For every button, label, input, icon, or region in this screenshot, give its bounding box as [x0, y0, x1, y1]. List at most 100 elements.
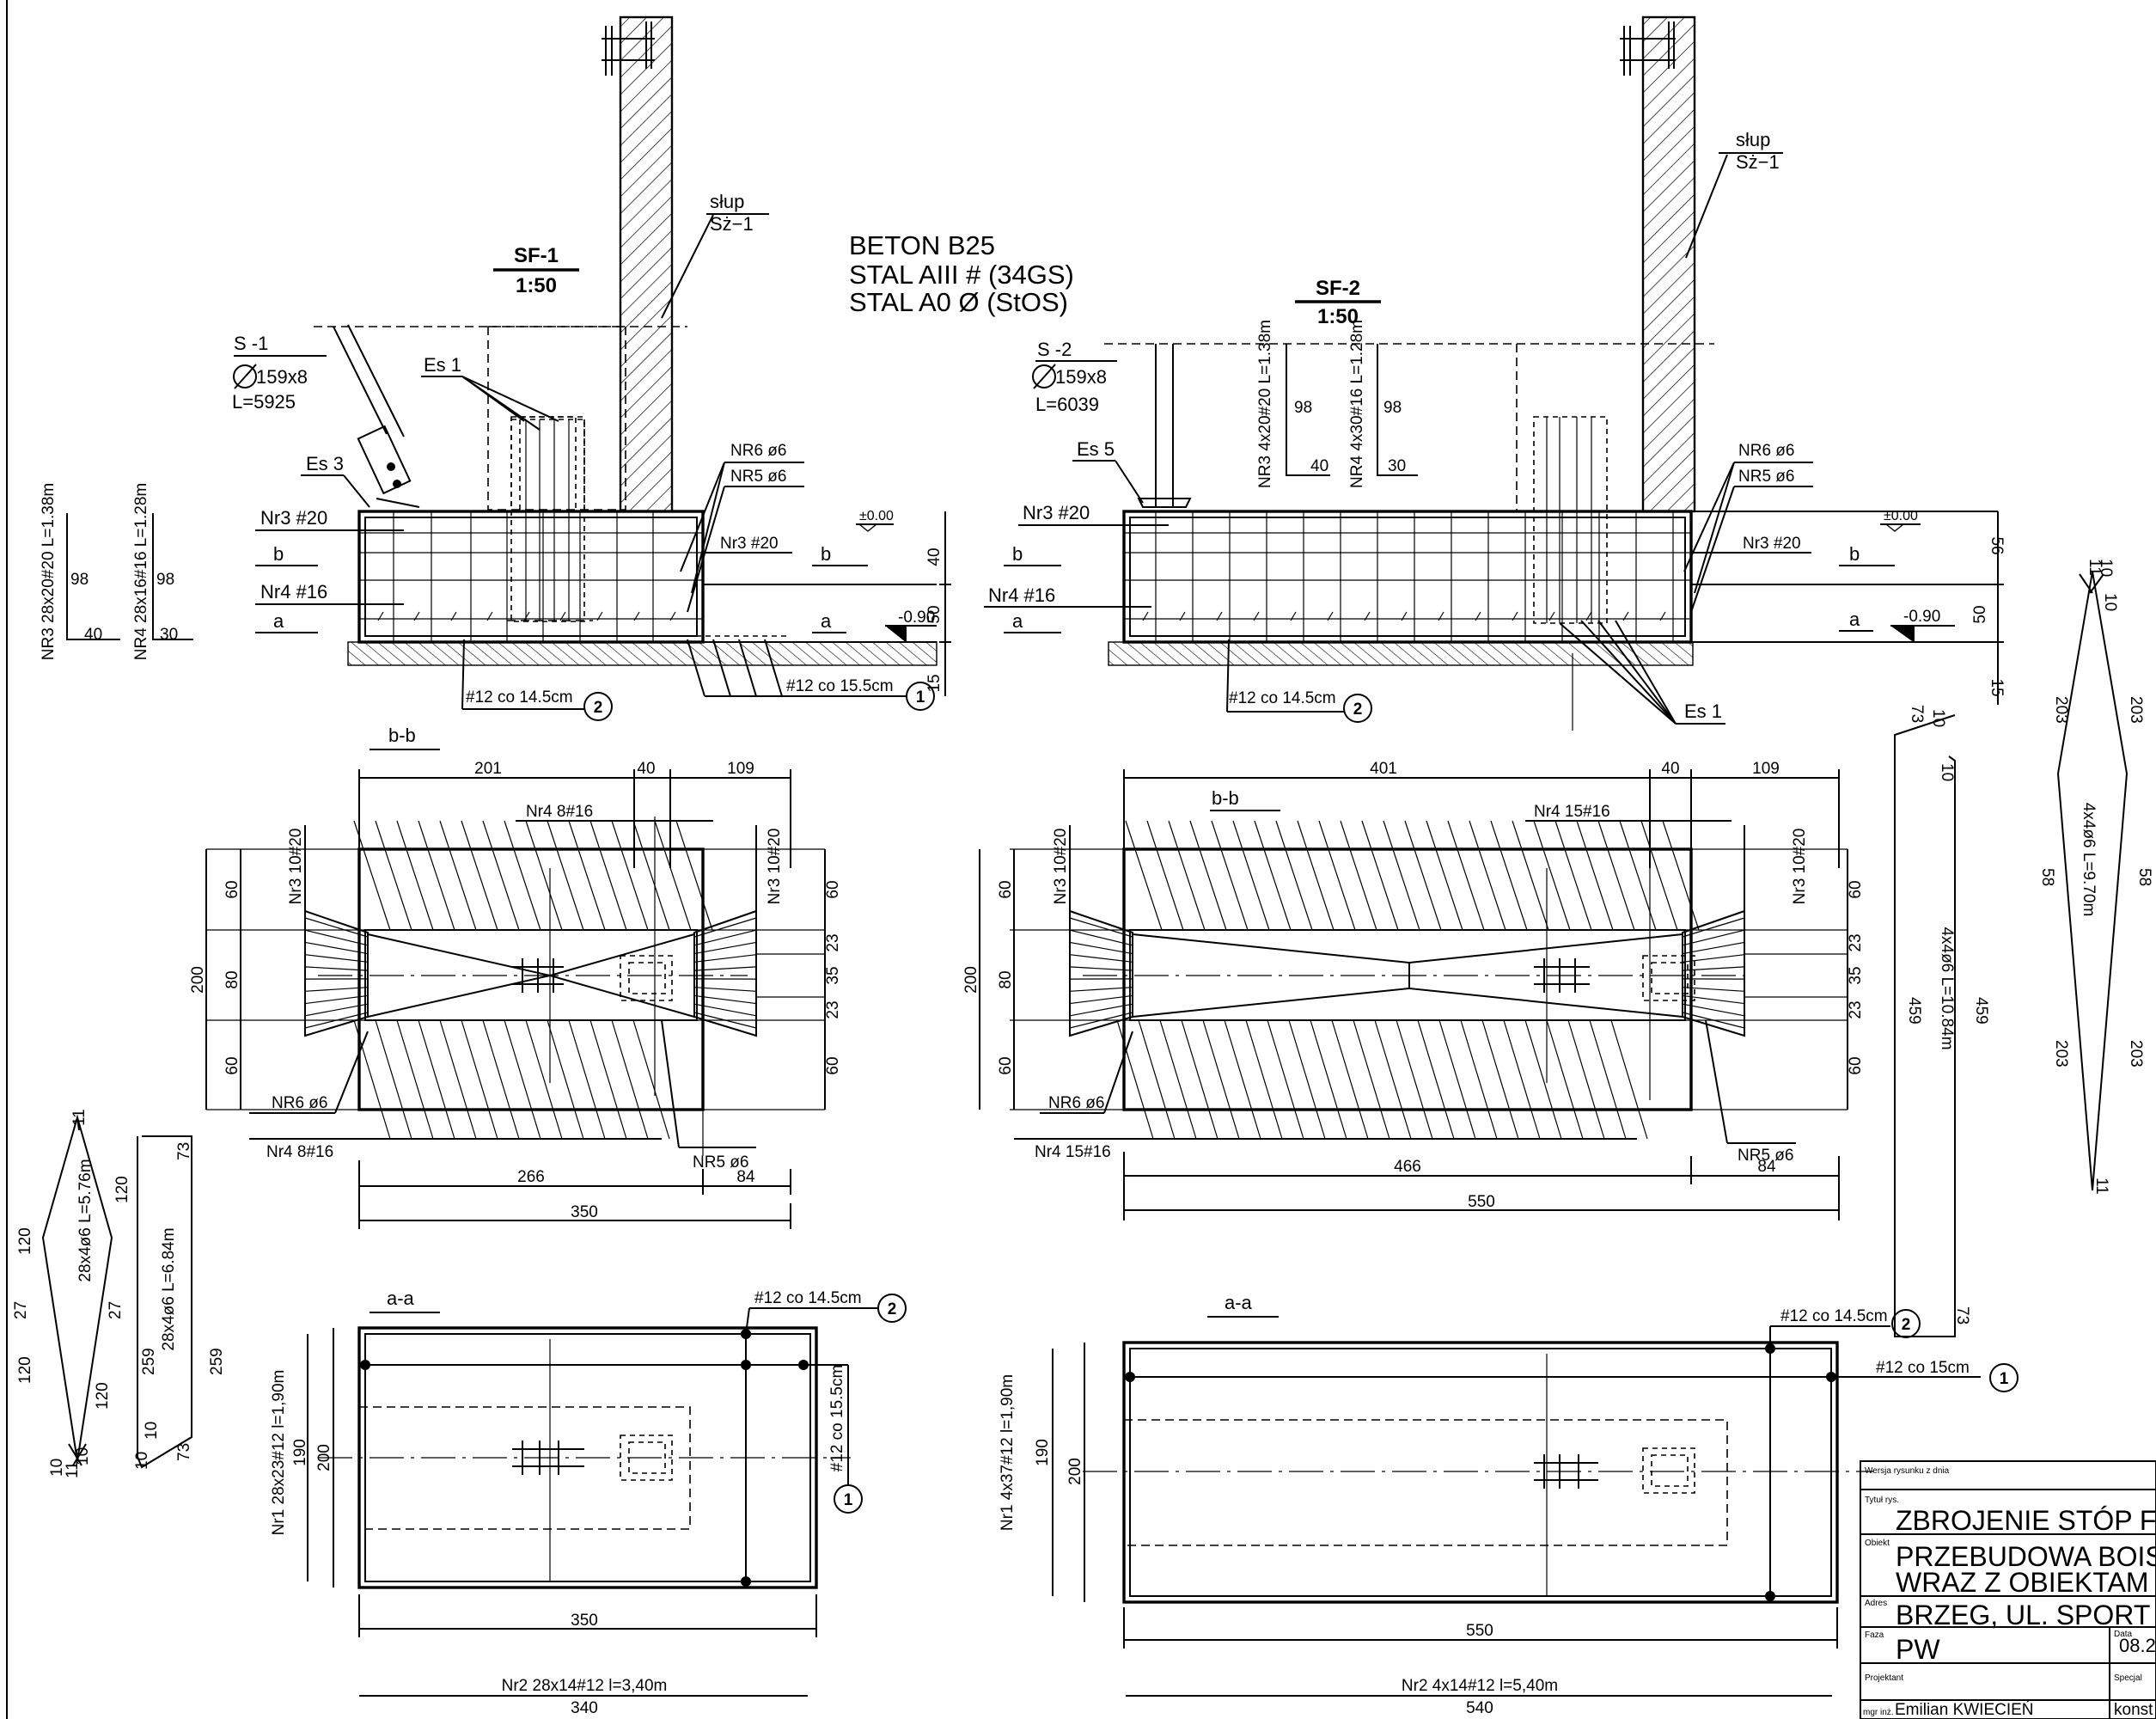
svg-text:23: 23 — [1847, 933, 1865, 951]
svg-text:40: 40 — [84, 626, 102, 644]
svg-text:23: 23 — [1847, 1000, 1865, 1019]
sf2-mesh2: #12 co 14.5cm — [1229, 689, 1336, 707]
sf1-column-id: Sż−1 — [710, 213, 754, 235]
s1-label: 28x4ø6 L=5.76m — [76, 1159, 95, 1282]
aa2-footing — [1122, 1341, 1839, 1604]
bb2-nr5: NR5 ø6 — [1738, 1147, 1793, 1165]
left-nr4-label: NR4 28x16#16 L=1.28m — [132, 483, 150, 661]
sf1-sec-a-right: a — [821, 610, 832, 632]
svg-text:10: 10 — [74, 1447, 92, 1465]
sf2-elevation: SF-2 1:50 słup Sż−1 S -2 159x8 L=6039 NR… — [984, 15, 2006, 731]
sf2-bar-nr4: NR4 4x30#16 L=1.28m — [1348, 320, 1366, 488]
svg-text:1: 1 — [2000, 1370, 2009, 1388]
aa1-nr2: Nr2 28x14#12 l=3,40m — [502, 1677, 668, 1695]
sf1-nr3-right: Nr3 #20 — [720, 535, 779, 553]
bb2-nr4-bottom: Nr4 15#16 — [1035, 1143, 1111, 1161]
tb-designer-label: Projektant — [1865, 1673, 1903, 1683]
tb-version-label: Wersja rysunku z dnia — [1865, 1466, 1950, 1476]
note-steel-aiii: STAL AIII # (34GS) — [849, 260, 1074, 290]
diameter-icon-2 — [1032, 364, 1056, 388]
svg-text:73: 73 — [175, 1142, 193, 1160]
svg-text:40: 40 — [1310, 457, 1328, 475]
aa1-mark2 — [877, 1294, 907, 1323]
sf1-sec-b: b — [273, 543, 284, 565]
tb-title-label: Tytuł rys. — [1865, 1496, 1899, 1505]
svg-text:35: 35 — [1847, 966, 1865, 984]
svg-text:2: 2 — [888, 1300, 897, 1318]
bb2-dim-84: 84 — [1757, 1158, 1776, 1176]
sf1-footing — [357, 510, 705, 644]
svg-text:60: 60 — [824, 1056, 842, 1074]
sf1-nr4: Nr4 #16 — [260, 581, 327, 603]
svg-text:60: 60 — [824, 880, 842, 898]
bb2-dim-200: 200 — [962, 966, 980, 994]
svg-text:1: 1 — [916, 688, 925, 707]
svg-text:259: 259 — [208, 1348, 226, 1375]
sf2-dim-15: 15 — [1988, 678, 2006, 696]
svg-text:58: 58 — [2135, 868, 2153, 886]
tb-designer: Emilian KWIECIEŃ — [1895, 1701, 2034, 1719]
svg-text:80: 80 — [223, 970, 241, 988]
bb1-dim-40: 40 — [637, 760, 655, 778]
bb1-title: b-b — [388, 725, 416, 746]
stirrup-shape-3: 4x4ø6 L=10.84m 73 10 10 459 459 73 — [1894, 705, 1990, 1337]
svg-text:11: 11 — [64, 1461, 82, 1478]
title-block: Wersja rysunku z dnia Tytuł rys. ZBROJEN… — [1860, 1460, 2156, 1719]
sf2-dim-50: 50 — [1971, 605, 1989, 623]
stirrup-shape-2: 28x4ø6 L=6.84m 73 259 259 10 10 73 — [133, 1135, 226, 1470]
sf2-nr3-right: Nr3 #20 — [1743, 535, 1801, 553]
svg-text:203: 203 — [2127, 696, 2145, 724]
sf2-es5: Es 5 — [1077, 438, 1115, 460]
svg-text:60: 60 — [997, 1056, 1015, 1074]
sf1-dim-40: 40 — [925, 548, 944, 566]
bb2-nr3-left: Nr3 10#20 — [1052, 829, 1070, 905]
svg-text:2: 2 — [594, 699, 603, 717]
s2-label: 28x4ø6 L=6.84m — [160, 1227, 178, 1350]
aa2-title: a-a — [1225, 1292, 1253, 1313]
tb-date: 08.2 — [2119, 1635, 2156, 1656]
sf2-level1: -0.90 — [1903, 608, 1940, 626]
tb-address: BRZEG, UL. SPORT — [1896, 1600, 2150, 1630]
svg-text:259: 259 — [140, 1348, 158, 1375]
aa2-mark1 — [1989, 1363, 2019, 1392]
svg-text:60: 60 — [223, 1056, 241, 1074]
sf1-mark1 — [906, 682, 935, 711]
sf1-sec-b-right: b — [821, 543, 831, 565]
svg-text:10: 10 — [48, 1459, 66, 1477]
svg-text:10: 10 — [143, 1422, 161, 1440]
svg-text:30: 30 — [160, 626, 178, 644]
svg-text:120: 120 — [16, 1227, 34, 1255]
sf2-column — [1641, 15, 1696, 513]
svg-text:60: 60 — [1847, 1056, 1865, 1074]
sf1-sec-a: a — [273, 610, 284, 632]
sf1-dim-50: 50 — [925, 605, 944, 623]
sf2-mark2 — [1343, 694, 1372, 723]
sf1-column-label: słup — [710, 191, 744, 212]
svg-text:200: 200 — [1066, 1458, 1084, 1485]
sf2-scale: 1:50 — [1317, 305, 1359, 328]
svg-text:10: 10 — [1929, 709, 1947, 727]
aa1-plan: a-a #12 co 14.5cm 2 #12 co 15.5cm 1 Nr1 … — [270, 1288, 907, 1717]
sf2-bar-nr3: NR3 4x20#20 L=1.38m — [1256, 320, 1274, 488]
svg-text:98: 98 — [156, 571, 174, 589]
sf2-footing — [1122, 510, 1693, 644]
sf2-brace-pipe: 159x8 — [1055, 366, 1107, 388]
sf1-es1: Es 1 — [424, 354, 461, 376]
bb2-dim-550: 550 — [1468, 1193, 1495, 1211]
sf2-brace-id: S -2 — [1037, 339, 1072, 360]
sf1-brace-length: L=5925 — [232, 391, 296, 413]
sf1-nr5: NR5 ø6 — [730, 468, 786, 486]
sf2-nr3: Nr3 #20 — [1023, 502, 1090, 523]
left-nr3-label: NR3 28x20#20 L=1.38m — [40, 483, 58, 661]
svg-text:120: 120 — [113, 1176, 131, 1203]
sf1-es3: Es 3 — [306, 453, 344, 474]
svg-text:10: 10 — [133, 1452, 151, 1470]
sf1-title: SF-1 — [514, 244, 559, 267]
bb2-dim-466: 466 — [1394, 1158, 1421, 1176]
tb-object-label: Obiekt — [1865, 1539, 1890, 1548]
svg-text:30: 30 — [1388, 457, 1406, 475]
tb-title: ZBROJENIE STÓP F — [1896, 1505, 2156, 1536]
svg-text:10: 10 — [2101, 593, 2119, 611]
bb2-title: b-b — [1212, 787, 1239, 809]
